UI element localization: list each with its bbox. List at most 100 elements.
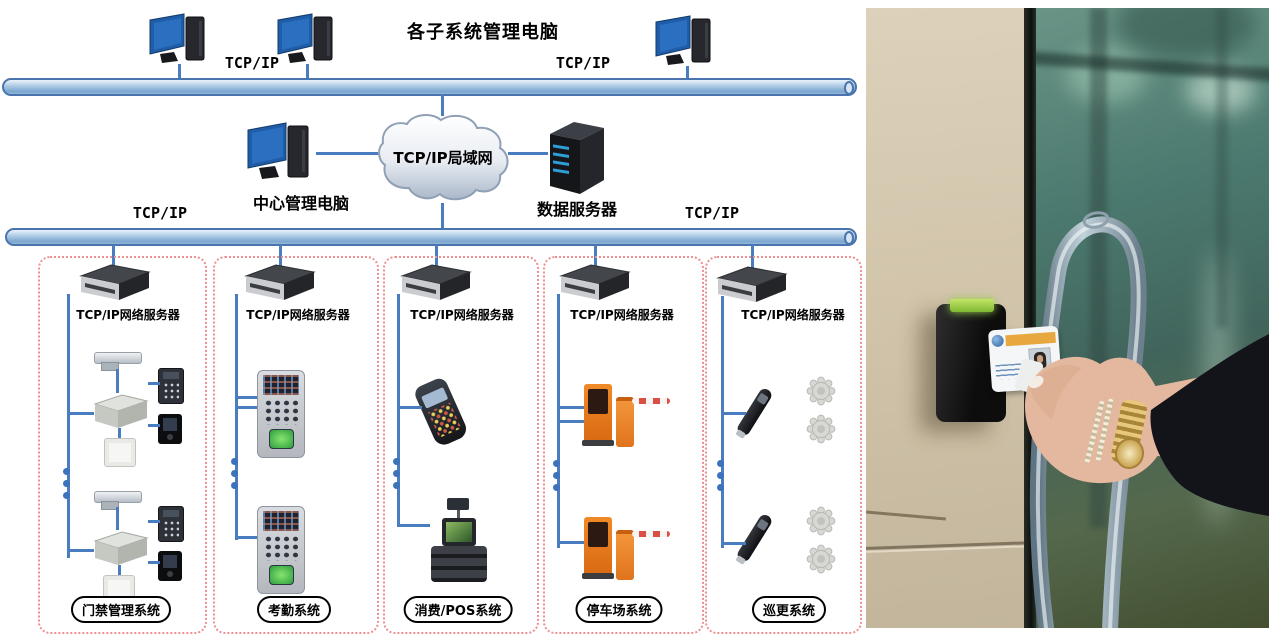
connector-line: [686, 66, 689, 79]
barrier-gate-arm-icon: [632, 398, 670, 404]
connector-line: [557, 541, 584, 544]
connector-line: [557, 420, 584, 423]
network-server-icon: [557, 262, 633, 306]
subsystem-server-label: TCP/IP网络服务器: [246, 308, 350, 322]
subsystem-server-label: TCP/IP网络服务器: [570, 308, 674, 322]
electric-lock-icon: [94, 352, 142, 371]
exit-button-icon: [104, 438, 136, 467]
tcpip-label: TCP/IP: [224, 54, 280, 72]
connector-line: [235, 396, 257, 399]
pos-register-icon: [430, 498, 488, 584]
connector-line: [508, 152, 548, 155]
terminal-keypad: [264, 399, 298, 425]
connector-line: [67, 549, 94, 552]
connector-line: [148, 382, 160, 385]
checkpoint-tag-icon: [806, 414, 836, 448]
access-controller-icon: [92, 529, 150, 571]
barrier-gate-post-icon: [616, 397, 634, 447]
subsystem-name-parking: 停车场系统: [575, 596, 663, 623]
subsystem-box-attendance: [213, 256, 379, 634]
checkpoint-tag-icon: [806, 376, 836, 410]
register-screen: [442, 518, 476, 546]
reader-status-led: [950, 299, 994, 312]
subsystem-box-patrol: [705, 256, 862, 634]
subsystem-box-access-control: [38, 256, 207, 634]
connector-line: [235, 406, 257, 409]
fingerprint-terminal-icon: [257, 506, 305, 594]
keypad-reader-icon: [158, 506, 184, 542]
connector-line: [721, 542, 746, 545]
connector-line: [116, 507, 119, 530]
parking-ticket-station-icon: [582, 517, 614, 579]
connector-line: [118, 428, 121, 440]
lan-cloud: [374, 110, 512, 210]
connector-line: [721, 412, 746, 415]
fingerprint-scanner: [269, 429, 294, 449]
connector-line: [397, 406, 422, 409]
tcpip-label: TCP/IP: [555, 54, 611, 72]
network-server-icon: [242, 262, 318, 306]
top-network-bus: [2, 78, 857, 96]
register-body: [431, 546, 487, 582]
window-mullion: [1216, 8, 1228, 328]
connector-line: [118, 565, 121, 577]
electric-lock-icon: [94, 491, 142, 510]
connector-line: [306, 64, 309, 79]
barrier-gate-arm-icon: [632, 531, 670, 537]
video-intercom-icon: [158, 551, 182, 581]
keypad-reader-icon: [158, 368, 184, 404]
connector-line: [67, 412, 94, 415]
pos-keypad: [428, 402, 462, 438]
connector-line: [116, 369, 119, 393]
register-display: [447, 498, 469, 510]
sleeve: [1150, 334, 1269, 516]
data-server-label: 数据服务器: [536, 200, 618, 219]
connector-line: [316, 152, 378, 155]
connector-line: [178, 64, 181, 79]
subsystem-server-label: TCP/IP网络服务器: [76, 308, 180, 322]
barrier-gate-post-icon: [616, 530, 634, 580]
network-server-icon: [398, 262, 474, 306]
subsystem-network-bus: [5, 228, 857, 246]
ellipsis-dots: [231, 458, 238, 489]
network-server-icon: [714, 264, 790, 308]
subsystem-name-patrol: 巡更系统: [751, 596, 827, 623]
management-computer-icon: [148, 12, 212, 70]
subsystem-box-pos: [383, 256, 539, 634]
checkpoint-tag-icon: [806, 544, 836, 578]
ellipsis-dots: [393, 458, 400, 489]
ellipsis-dots: [553, 460, 560, 491]
diagram-title: 各子系统管理电脑: [407, 22, 559, 43]
network-server-icon: [77, 262, 153, 306]
central-computer-label: 中心管理电脑: [252, 194, 350, 213]
subsystem-name-attendance: 考勤系统: [256, 596, 332, 623]
connector-line: [441, 94, 444, 116]
terminal-screen: [263, 511, 299, 531]
ellipsis-dots: [63, 468, 70, 499]
tcpip-label: TCP/IP: [684, 204, 740, 222]
tcpip-label: TCP/IP: [132, 204, 188, 222]
subsystem-box-parking: [543, 256, 704, 634]
connector-line: [397, 294, 400, 526]
terminal-screen: [263, 375, 299, 395]
management-computer-icon: [276, 12, 340, 70]
fingerprint-scanner: [269, 565, 294, 585]
card-globe-logo: [991, 334, 1005, 348]
subsystem-server-label: TCP/IP网络服务器: [741, 308, 845, 322]
central-computer-icon: [246, 120, 316, 188]
data-server-icon: [544, 118, 608, 200]
connector-line: [148, 424, 160, 427]
subsystem-name-pos: 消费/POS系统: [403, 596, 513, 623]
connector-line: [235, 294, 238, 540]
connector-line: [441, 203, 444, 229]
ellipsis-dots: [717, 460, 724, 491]
connector-line: [67, 294, 70, 558]
checkpoint-tag-icon: [806, 506, 836, 540]
connector-line: [148, 561, 160, 564]
video-intercom-icon: [158, 414, 182, 444]
subsystem-name-access-control: 门禁管理系统: [70, 596, 172, 623]
card-reader-photo: [866, 8, 1269, 628]
connector-line: [235, 536, 257, 539]
parking-ticket-station-icon: [582, 384, 614, 446]
terminal-keypad: [264, 535, 298, 561]
